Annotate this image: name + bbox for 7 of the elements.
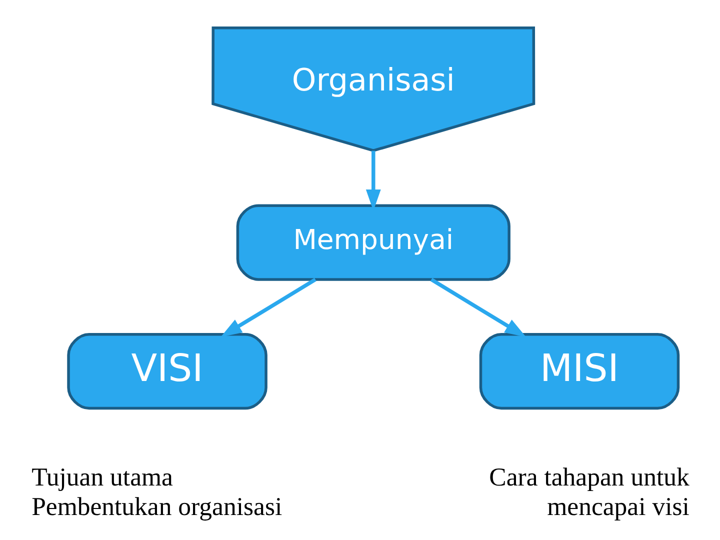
arrow: [220, 278, 316, 338]
node-box: VISI: [66, 333, 267, 410]
node-label: Tujuan utama Pembentukan organisasi: [31, 462, 282, 521]
node-box: Mempunyai: [236, 204, 510, 281]
node-label: Cara tahapan untuk mencapai visi: [488, 462, 689, 521]
arrow: [430, 278, 526, 338]
node-box: MISI: [478, 333, 680, 410]
